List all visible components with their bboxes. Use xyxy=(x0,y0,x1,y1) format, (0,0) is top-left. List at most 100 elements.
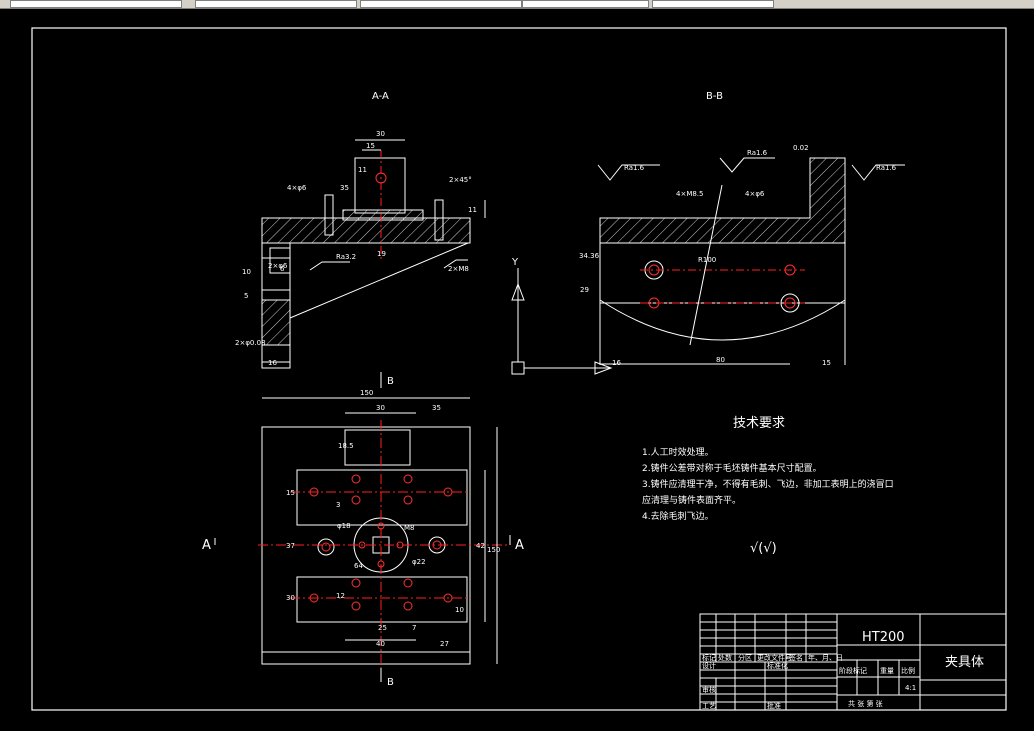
plan-view xyxy=(214,372,511,682)
svg-text:42: 42 xyxy=(476,542,485,550)
svg-text:10: 10 xyxy=(455,606,464,614)
svg-text:φ18: φ18 xyxy=(337,522,351,530)
svg-text:批准: 批准 xyxy=(767,701,781,710)
svg-text:150: 150 xyxy=(360,389,373,397)
svg-text:R100: R100 xyxy=(698,256,716,264)
tech-req-title: 技术要求 xyxy=(733,416,785,431)
svg-text:Ra1.6: Ra1.6 xyxy=(747,149,768,157)
svg-text:80: 80 xyxy=(716,356,725,364)
toolbar-field-3[interactable] xyxy=(360,0,522,8)
svg-text:30: 30 xyxy=(376,404,385,412)
svg-text:比例: 比例 xyxy=(901,666,915,675)
tech-req-line-1: 1.人工时效处理。 xyxy=(642,446,714,458)
tech-req-line-3: 3.铸件应清理干净，不得有毛刺、飞边，非加工表明上的浇冒口 xyxy=(642,478,894,490)
svg-text:阶段标记: 阶段标记 xyxy=(839,666,867,675)
view-b-top-label: B xyxy=(387,376,394,387)
svg-text:19: 19 xyxy=(377,250,386,258)
svg-text:11: 11 xyxy=(468,206,477,214)
ucs-icon xyxy=(511,361,525,375)
svg-text:4×φ6: 4×φ6 xyxy=(745,190,765,198)
svg-text:10: 10 xyxy=(242,268,251,276)
svg-text:37: 37 xyxy=(286,542,295,550)
bb-arc xyxy=(599,299,846,341)
plan-lower-slot xyxy=(296,576,468,623)
section-aa-view: A-A xyxy=(261,91,486,369)
aa-left-hatch xyxy=(261,299,291,346)
svg-text:标记: 标记 xyxy=(702,653,716,662)
svg-text:29: 29 xyxy=(580,286,589,294)
svg-text:3: 3 xyxy=(336,501,340,509)
svg-text:签名: 签名 xyxy=(789,653,803,662)
svg-text:工艺: 工艺 xyxy=(702,702,716,710)
tech-requirements: 技术要求 1.人工时效处理。 2.铸件公差带对称于毛坯铸件基本尺寸配置。 3.铸… xyxy=(642,416,894,556)
svg-text:2×45°: 2×45° xyxy=(449,176,472,184)
svg-text:35: 35 xyxy=(340,184,349,192)
svg-text:15: 15 xyxy=(366,142,375,150)
section-bb-view: B-B xyxy=(511,91,905,375)
title-block xyxy=(699,613,1007,711)
svg-text:35: 35 xyxy=(432,404,441,412)
svg-text:M8: M8 xyxy=(404,524,415,532)
svg-text:7: 7 xyxy=(412,624,416,632)
section-aa-label: A-A xyxy=(372,91,389,102)
scale-label: 4:1 xyxy=(905,684,916,692)
svg-text:Ra3.2: Ra3.2 xyxy=(336,253,356,261)
plan-upper-slot xyxy=(296,469,468,526)
toolbar-field-1[interactable] xyxy=(10,0,182,8)
view-a-left-label: A xyxy=(202,538,211,553)
tech-req-line-2: 2.铸件公差带对称于毛坯铸件基本尺寸配置。 xyxy=(642,462,822,474)
svg-text:处数: 处数 xyxy=(718,653,732,662)
svg-text:40: 40 xyxy=(376,640,385,648)
svg-text:共 张 第 张: 共 张 第 张 xyxy=(848,699,883,708)
svg-text:Ra1.6: Ra1.6 xyxy=(624,164,645,172)
svg-text:12: 12 xyxy=(336,592,345,600)
roughness-symbol: √(√) xyxy=(750,541,777,556)
svg-text:分区: 分区 xyxy=(738,653,752,662)
svg-text:15: 15 xyxy=(286,489,295,497)
drawing-border xyxy=(31,27,1007,711)
svg-text:4×M8.5: 4×M8.5 xyxy=(676,190,704,198)
svg-text:2×M8: 2×M8 xyxy=(448,265,469,273)
toolbar-field-4[interactable] xyxy=(522,0,649,8)
part-name-label: 夹具体 xyxy=(945,655,984,670)
svg-text:标准化: 标准化 xyxy=(767,661,788,670)
svg-text:更改文件号: 更改文件号 xyxy=(757,653,792,662)
svg-text:34.36: 34.36 xyxy=(579,252,600,260)
aa-base-hatch xyxy=(261,217,471,244)
toolbar-field-5[interactable] xyxy=(652,0,774,8)
aa-rib-line xyxy=(289,242,469,319)
svg-text:0.02: 0.02 xyxy=(793,144,809,152)
svg-text:25: 25 xyxy=(378,624,387,632)
svg-text:5: 5 xyxy=(244,292,248,300)
svg-text:重量: 重量 xyxy=(880,667,894,675)
svg-text:150: 150 xyxy=(487,546,500,554)
svg-text:设计: 设计 xyxy=(702,661,716,670)
svg-text:φ22: φ22 xyxy=(412,558,426,566)
y-axis-label: Y xyxy=(511,257,519,268)
toolbar-strip xyxy=(0,0,1034,9)
svg-text:2×φ0.08: 2×φ0.08 xyxy=(235,339,266,347)
svg-text:11: 11 xyxy=(358,166,367,174)
svg-text:18.5: 18.5 xyxy=(338,442,354,450)
view-a-right-label: A xyxy=(515,538,524,553)
svg-text:审核: 审核 xyxy=(702,685,716,694)
svg-text:16: 16 xyxy=(268,359,277,367)
toolbar-field-2[interactable] xyxy=(195,0,357,8)
svg-text:4×φ6: 4×φ6 xyxy=(287,184,307,192)
svg-text:年、月、日: 年、月、日 xyxy=(808,653,843,662)
svg-text:15: 15 xyxy=(822,359,831,367)
section-bb-label: B-B xyxy=(706,91,723,102)
material-label: HT200 xyxy=(862,630,905,645)
svg-text:Ra1.6: Ra1.6 xyxy=(876,164,897,172)
svg-text:30: 30 xyxy=(286,594,295,602)
tech-req-line-5: 4.去除毛刺飞边。 xyxy=(642,510,714,522)
tech-req-line-4: 应清理与铸件表面齐平。 xyxy=(642,494,741,506)
bb-lower-body xyxy=(599,242,846,304)
svg-text:6: 6 xyxy=(280,265,285,273)
svg-text:27: 27 xyxy=(440,640,449,648)
svg-text:2×φ6: 2×φ6 xyxy=(268,262,288,270)
svg-text:16: 16 xyxy=(612,359,621,367)
view-b-bottom-label: B xyxy=(387,677,394,688)
svg-text:30: 30 xyxy=(376,130,385,138)
